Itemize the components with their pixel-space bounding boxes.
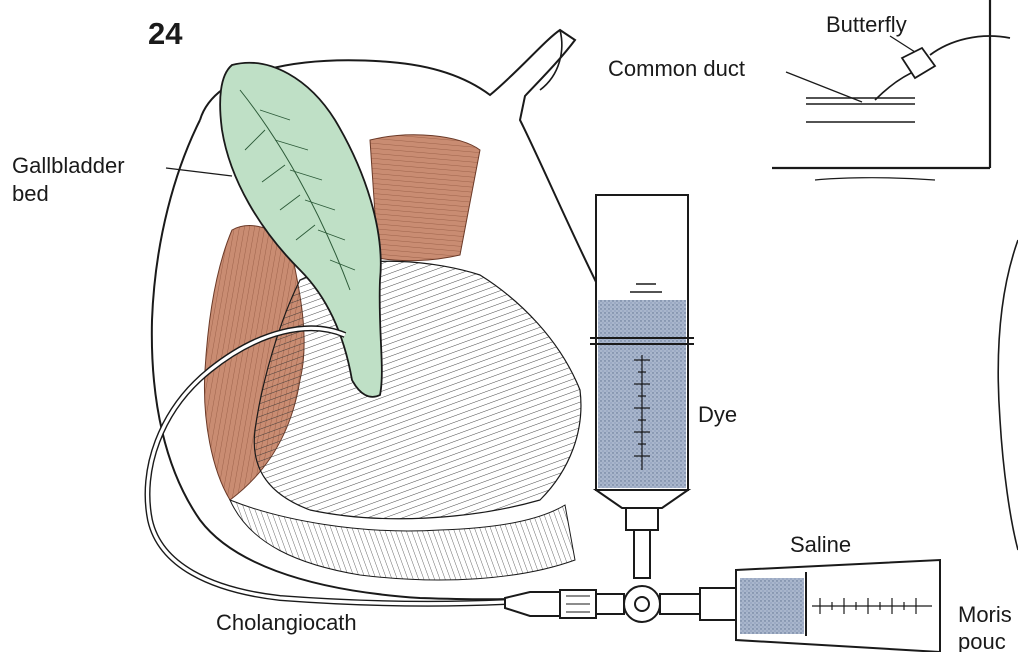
label-gallbladder-bed-line1: Gallbladder [12, 153, 125, 178]
dye-syringe [590, 195, 694, 578]
figure-number: 24 [148, 16, 182, 52]
tissue-bed-hatching [254, 261, 581, 518]
right-organ-outline [998, 240, 1018, 550]
saline-syringe [700, 560, 940, 652]
label-saline: Saline [790, 532, 851, 557]
label-cholangiocath: Cholangiocath [216, 610, 357, 635]
label-dye: Dye [698, 402, 737, 427]
muscle-region-upper [370, 135, 480, 261]
label-gallbladder-bed-line2: bed [12, 181, 49, 206]
three-way-stopcock [505, 586, 700, 622]
label-common-duct: Common duct [608, 56, 745, 81]
label-butterfly: Butterfly [826, 12, 907, 37]
label-morison-pouch-line2: pouc [958, 629, 1018, 652]
label-morison-pouch-line1: Moris [958, 602, 1018, 627]
